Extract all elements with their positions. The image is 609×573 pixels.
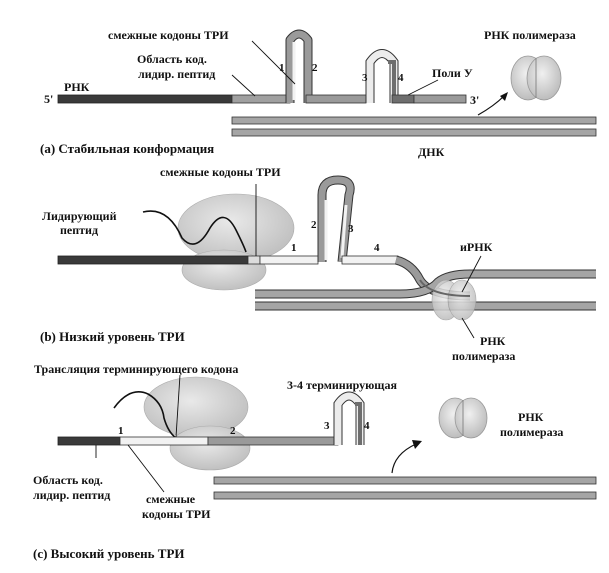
leader-peptide-chain-c (113, 391, 177, 439)
adjacent-codons-label-a: смежные кодоны ТРИ (108, 28, 229, 42)
rna-polymerase-label-b-line1: РНК (480, 334, 506, 348)
segment-3-label-b: 3 (348, 223, 354, 235)
leader-peptide-chain (142, 210, 247, 253)
dna-label: ДНК (418, 145, 445, 159)
ribosome-b (177, 193, 295, 291)
rna-codon-region-b (247, 255, 261, 265)
dna-strand-top (231, 116, 597, 125)
rna-polymerase-b (431, 279, 477, 321)
rna-polymerase-a (510, 55, 562, 101)
rna-polymerase-label-b-line2: полимераза (452, 349, 515, 363)
rna-leader-coding-region (231, 94, 291, 104)
rna-polymerase-c (438, 397, 488, 439)
rna-leader-segment (57, 94, 233, 104)
segment-2-label-c: 2 (230, 425, 236, 437)
leader-peptide-label-line1: Лидирующий (42, 209, 117, 223)
segment-4-label-b: 4 (374, 242, 380, 254)
panel-a: смежные кодоны ТРИ Область код. лидир. п… (40, 28, 597, 159)
rna-polymerase-label-a: РНК полимераза (484, 28, 576, 42)
segment-4-label-c: 4 (364, 420, 370, 432)
segment-2-label-b: 2 (311, 219, 317, 231)
rna-leader-segment-b (57, 255, 249, 265)
segment-1-label-a: 1 (279, 62, 285, 74)
leader-region-label-a-line1: Область код. (137, 52, 207, 66)
five-prime-label: 5' (44, 92, 53, 106)
adjacent-codons-label-c-line1: смежные (146, 492, 196, 506)
termination-translation-label: Трансляция терминирующего кодона (34, 362, 238, 376)
segment-3-label-c: 3 (324, 420, 330, 432)
caption-c: (c) Высокий уровень ТРИ (33, 546, 185, 561)
segment-1-label-b: 1 (291, 242, 297, 254)
poly-u-segment (391, 94, 415, 104)
rna-codon-region-c (119, 436, 209, 446)
release-arrow-a (477, 95, 505, 116)
poly-u-label: Поли У (432, 66, 473, 80)
rna-tail-a (413, 94, 467, 104)
dna-strand-bottom-c (213, 491, 597, 500)
leader-peptide-label-line2: пептид (60, 223, 98, 237)
leader-region-label-c-line1: Область код. (33, 473, 103, 487)
rna-segment-4-b (341, 255, 399, 265)
panel-c: Трансляция терминирующего кодона 3-4 тер… (33, 362, 597, 561)
rna-segment-2-c (207, 436, 339, 446)
rna-polymerase-label-c-line2: полимераза (500, 425, 563, 439)
adjacent-codons-label-c-line2: кодоны ТРИ (142, 507, 211, 521)
caption-b: (b) Низкий уровень ТРИ (40, 329, 185, 344)
rna-leader-segment-c (57, 436, 121, 446)
leader-region-label-a-line2: лидир. пептид (138, 67, 215, 81)
release-arrow-c (391, 443, 417, 474)
three-prime-label: 3' (470, 93, 479, 107)
segment-1-label-c: 1 (118, 425, 124, 437)
dna-strand-top-c (213, 476, 597, 485)
ribosome-c (143, 376, 251, 471)
terminator-label: 3-4 терминирующая (287, 378, 397, 392)
mrna-label: иРНК (460, 240, 493, 254)
segment-4-label-a: 4 (398, 72, 404, 84)
dna-strand-bottom (231, 128, 597, 137)
rna-polymerase-label-c-line1: РНК (518, 410, 544, 424)
rna-linker-a (305, 94, 367, 104)
leader-region-label-c-line2: лидир. пептид (33, 488, 110, 502)
segment-2-label-a: 2 (312, 62, 318, 74)
adjacent-codons-label-b: смежные кодоны ТРИ (160, 165, 281, 179)
segment-3-label-a: 3 (362, 72, 368, 84)
caption-a: (a) Стабильная конформация (40, 141, 214, 156)
panel-b: смежные кодоны ТРИ Лидирующий пептид 1 2… (40, 165, 596, 363)
rna-label-a: РНК (64, 80, 90, 94)
rna-segment-1-b (259, 255, 319, 265)
